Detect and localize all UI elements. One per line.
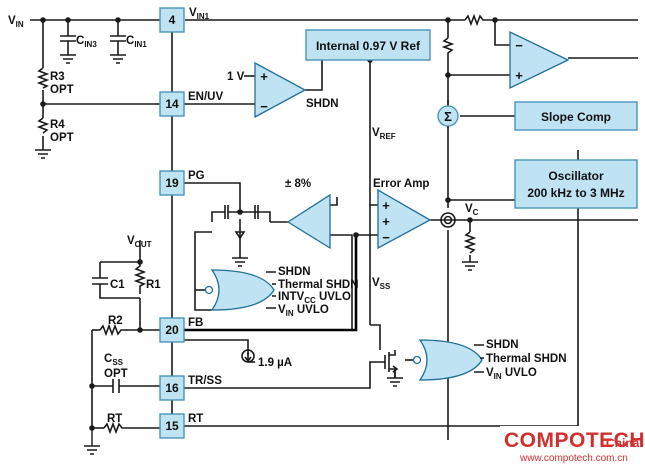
ic-pins: 4 14 19 20 16 15 <box>159 7 185 439</box>
amplifiers: + − − + + + − <box>254 30 570 250</box>
ref-block <box>305 29 431 61</box>
gate2-shdn-label: SHDN <box>486 339 519 351</box>
top-divider-resistor <box>441 37 455 56</box>
pin-15 <box>159 413 185 439</box>
vc-resistor <box>463 231 477 254</box>
css-label: CSS <box>104 353 124 367</box>
svg-text:−: − <box>382 230 390 245</box>
slope-comp-block <box>514 101 638 131</box>
pin-19-number: 19 <box>165 176 179 190</box>
gate2-vin-label: VIN UVLO <box>486 367 537 381</box>
or-gate-pg <box>210 269 275 311</box>
pin-15-number: 15 <box>165 419 179 433</box>
top-rail-resistor <box>464 13 488 27</box>
svg-text:+: + <box>515 68 523 83</box>
oscillator-block <box>514 159 638 209</box>
r1-label: R1 <box>146 279 161 291</box>
svg-text:−: − <box>515 38 523 53</box>
shdn-label: SHDN <box>306 98 339 110</box>
pg-switch <box>224 193 259 245</box>
logic-gates <box>195 269 484 381</box>
rt-resistor <box>103 421 126 435</box>
rt-res-label: RT <box>107 413 122 425</box>
pin-4-number: 4 <box>169 13 176 27</box>
vin-label: VIN <box>8 15 24 29</box>
or-gate-ss <box>418 339 483 381</box>
watermark: COMPOTECH China www.compotech.com.cn <box>500 426 645 464</box>
r4-label: R4 <box>50 119 65 131</box>
r2-resistor <box>99 323 127 337</box>
pm8-label: ± 8% <box>285 178 311 190</box>
watermark-url: www.compotech.com.cn <box>519 453 628 464</box>
pin-tr-ss-label: TR/SS <box>188 375 222 387</box>
pin-fb-label: FB <box>188 317 203 329</box>
vout-label: VOUT <box>127 235 152 249</box>
feedback-path <box>184 235 358 332</box>
r3-resistor <box>36 67 50 89</box>
pin-14-number: 14 <box>165 97 179 111</box>
r2-label: R2 <box>108 315 123 327</box>
vref-label: VREF <box>372 127 396 141</box>
oscillator-label-2: 200 kHz to 3 MHz <box>527 186 624 200</box>
error-amp-label: Error Amp <box>373 178 429 190</box>
svg-text:+: + <box>382 198 390 213</box>
gate1-thermal-label: Thermal SHDN <box>278 279 359 291</box>
pin-14 <box>159 91 185 117</box>
pin-20-number: 20 <box>165 323 179 337</box>
summing-node: Σ <box>437 105 459 127</box>
svg-text:+: + <box>260 69 268 84</box>
svg-text:+: + <box>382 214 390 229</box>
watermark-brand: COMPOTECH <box>504 429 645 452</box>
css-opt-label: OPT <box>104 368 128 380</box>
function-blocks: Internal 0.97 V Ref Slope Comp Oscillato… <box>305 29 638 209</box>
vc-label: VC <box>465 203 479 217</box>
pg-comparator <box>286 193 331 250</box>
labels: VIN CIN3 CIN1 R3 OPT R4 OPT VIN1 EN/UV P… <box>8 7 567 425</box>
gate2-thermal-label: Thermal SHDN <box>486 353 567 365</box>
pin-16-number: 16 <box>165 381 179 395</box>
pin-en-uv-label: EN/UV <box>188 91 223 103</box>
r4-resistor <box>36 117 50 134</box>
grounds <box>35 54 478 455</box>
watermark-region: China <box>606 436 640 450</box>
gm-output <box>440 212 456 228</box>
pin-rt-label: RT <box>188 413 203 425</box>
en-comparator <box>254 61 307 119</box>
cin3-label: CIN3 <box>76 35 97 49</box>
vss-label: VSS <box>372 277 391 291</box>
cin1-label: CIN1 <box>126 35 147 49</box>
r4-opt-label: OPT <box>50 132 74 144</box>
junctions <box>40 17 498 431</box>
sigma-symbol: Σ <box>444 109 452 124</box>
gate1-vin-label: VIN UVLO <box>278 304 329 318</box>
slope-comp-label: Slope Comp <box>541 110 611 124</box>
current-source-label: 1.9 µA <box>258 357 292 369</box>
pin-20 <box>159 317 185 343</box>
svg-text:−: − <box>260 99 268 114</box>
r1-resistor <box>133 262 147 294</box>
r3-label: R3 <box>50 71 65 83</box>
capacitors <box>60 35 126 393</box>
pin-19 <box>159 170 185 196</box>
error-amp <box>377 188 432 250</box>
oscillator-label-1: Oscillator <box>548 169 604 183</box>
gate1-shdn-label: SHDN <box>278 266 311 278</box>
c1-label: C1 <box>110 279 125 291</box>
pin-pg-label: PG <box>188 170 205 182</box>
ss-transistor <box>384 350 399 378</box>
ref-block-label: Internal 0.97 V Ref <box>316 39 421 53</box>
resistors <box>36 13 488 435</box>
pin-16 <box>159 375 185 401</box>
current-source <box>241 349 255 363</box>
one-volt-label: 1 V <box>227 71 245 83</box>
current-comparator <box>509 30 570 90</box>
pin-vin1-label: VIN1 <box>189 7 210 21</box>
gate1-intvcc-label: INTVCC UVLO <box>278 291 351 305</box>
r3-opt-label: OPT <box>50 84 74 96</box>
pin-4 <box>159 7 185 33</box>
